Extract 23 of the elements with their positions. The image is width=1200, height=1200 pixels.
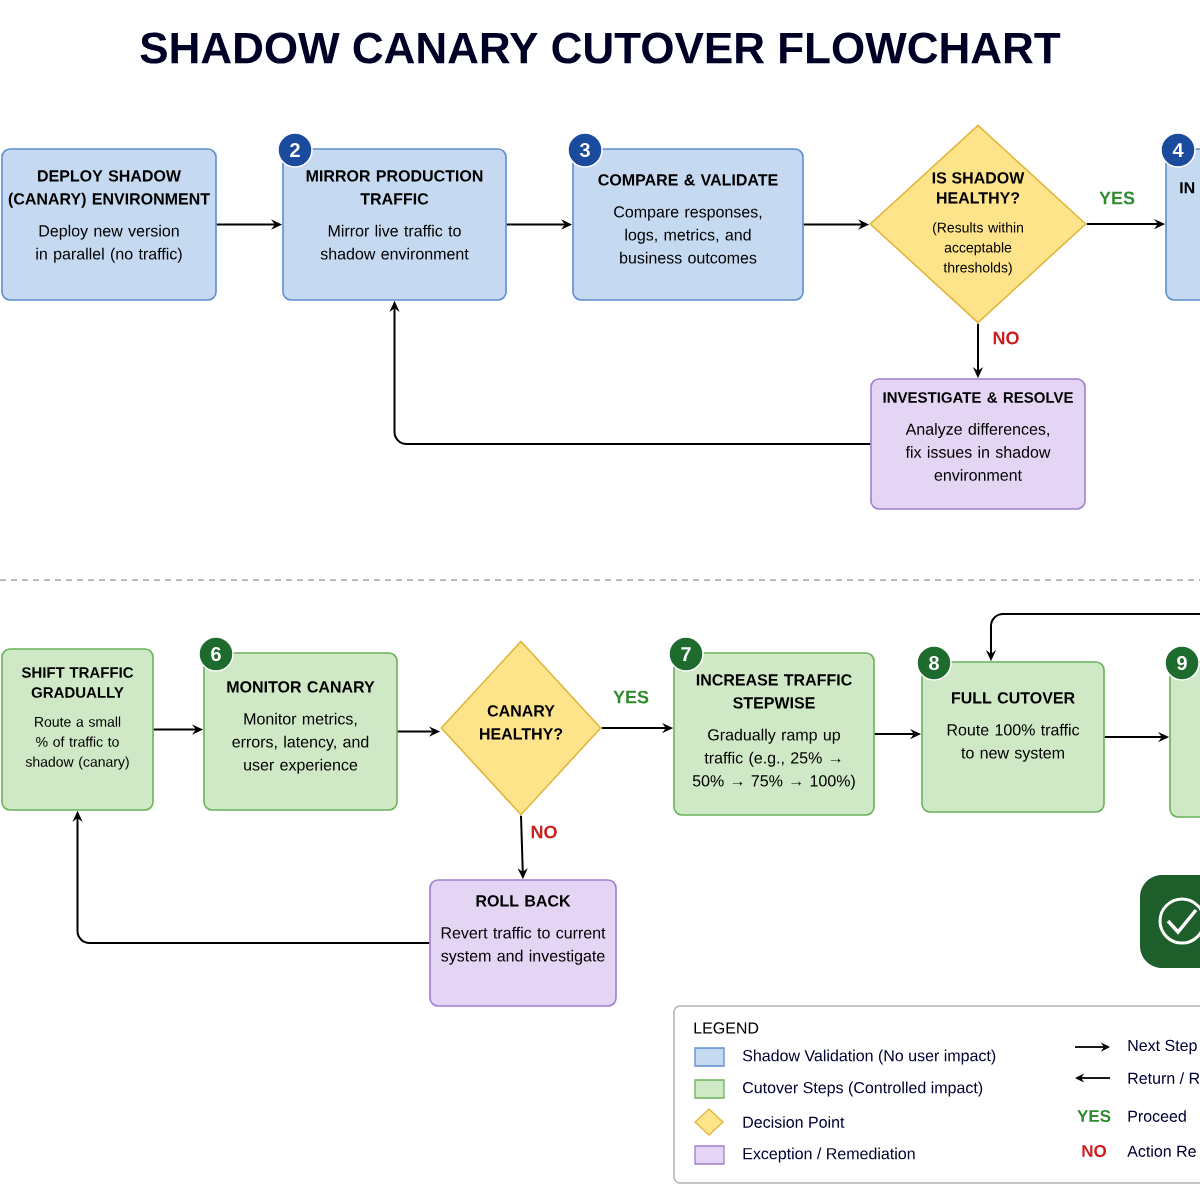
step-badge: 2: [277, 132, 313, 168]
step-badge: 8: [916, 645, 952, 681]
step-badge: 6: [198, 636, 234, 672]
legend-label: Cutover Steps (Controlled impact): [743, 1081, 983, 1097]
legend-label: Shadow Validation (No user impact): [742, 1049, 996, 1065]
step-badge: 3: [567, 132, 603, 168]
step-badge: 7: [668, 636, 704, 672]
step-badge: 4: [1160, 132, 1196, 168]
legend-label: Next Step: [1128, 1039, 1197, 1055]
legend-heading: LEGEND: [694, 1022, 759, 1034]
process-box: INVESTIGATE & RESOLVE Analyze differences, fix issues in shadow environment: [870, 378, 1086, 510]
legend-key: YES: [1077, 1110, 1111, 1123]
legend-label: Proceed: [1128, 1110, 1186, 1122]
process-box: DEPLOY SHADOW (CANARY) ENVIRONMENT Deploy new version in parallel (no traffic): [1, 148, 217, 301]
legend-label: Exception / Remediation: [743, 1147, 915, 1163]
process-box: ROLL BACK Revert traffic to current system and investigate: [429, 879, 617, 1007]
process-box: SHIFT TRAFFIC GRADUALLY Route a small % of traffic to shadow (canary): [1, 648, 154, 811]
legend-label: Return / R: [1128, 1072, 1200, 1084]
title: SHADOW CANARY CUTOVER FLOWCHART: [140, 32, 1061, 64]
legend-label: Action Re: [1127, 1145, 1196, 1157]
legend-label: Decision Point: [743, 1116, 845, 1128]
legend-key: NO: [1082, 1145, 1107, 1158]
step-badge: 9: [1164, 645, 1200, 681]
